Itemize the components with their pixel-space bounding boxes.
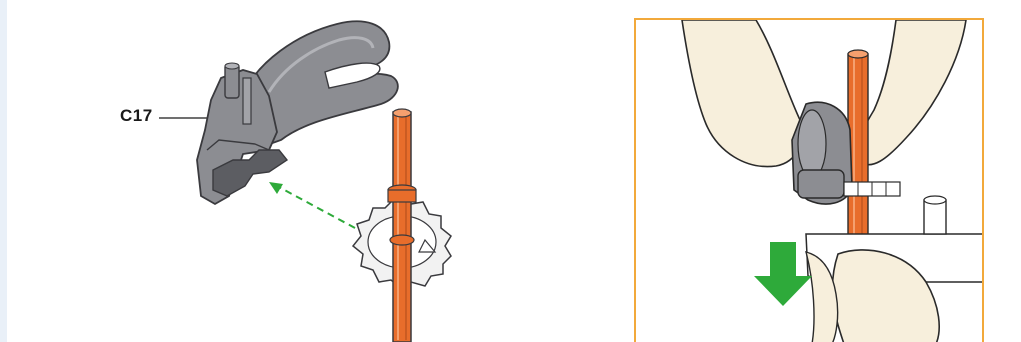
- dashed-motion-arrow: [269, 182, 355, 228]
- upper-right-finger: [856, 20, 966, 165]
- c17-bracket-part: [197, 21, 398, 204]
- left-margin-rule: [0, 0, 7, 342]
- base-post: [924, 200, 946, 234]
- assembly-step-drawing: [636, 20, 984, 342]
- exploded-view-illustration: C17: [7, 0, 607, 342]
- assembly-step-illustration: [634, 18, 984, 342]
- upper-left-finger: [682, 20, 802, 167]
- part-callout-label: C17: [120, 106, 153, 126]
- exploded-view-drawing: [7, 0, 607, 342]
- push-down-arrow: [754, 242, 812, 306]
